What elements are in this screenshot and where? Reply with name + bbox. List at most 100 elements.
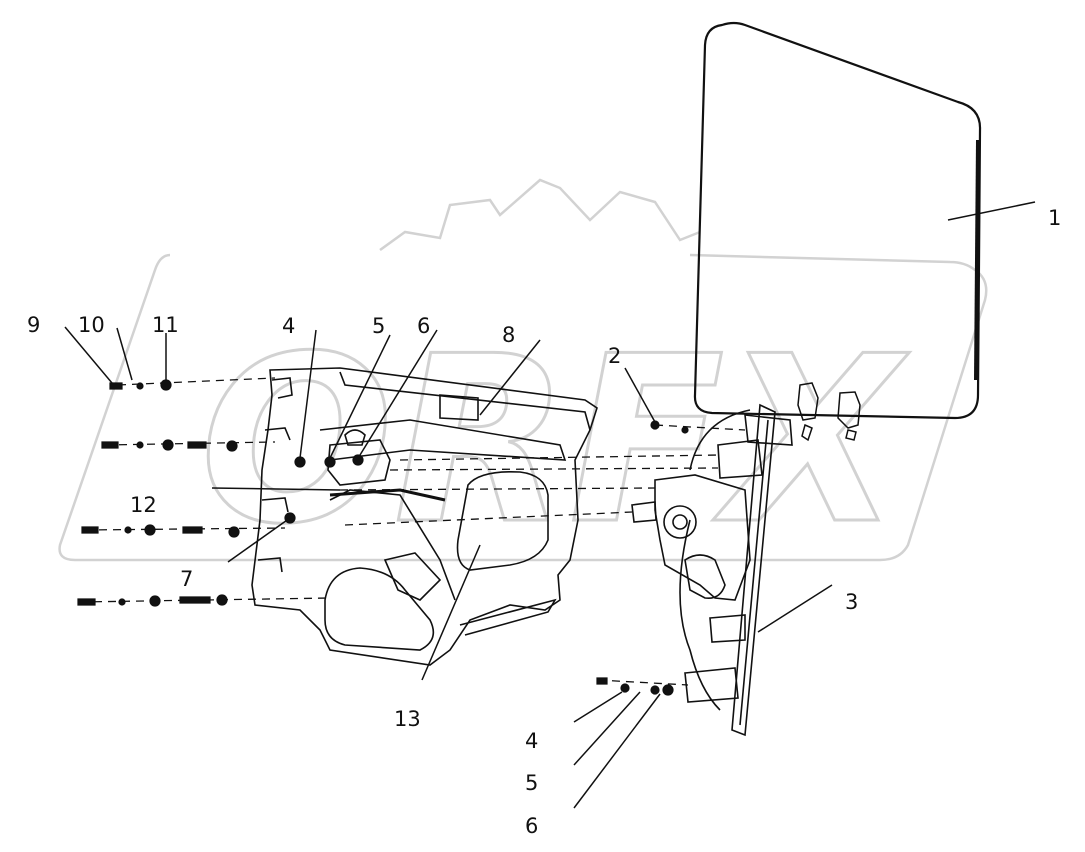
fastener-5-top — [324, 456, 336, 468]
leader-13 — [421, 544, 481, 681]
leader-6-top — [359, 329, 438, 456]
door-glass — [693, 21, 982, 442]
callout-2: 2 — [608, 344, 622, 368]
leader-5-bottom — [573, 691, 641, 766]
glass-bracket-2 — [837, 391, 861, 441]
callout-5-bottom: 5 — [525, 771, 539, 795]
fasteners — [77, 379, 689, 696]
guide-line-9-11 — [117, 377, 276, 386]
regulator-motor-hub — [672, 514, 688, 530]
guide-line-2 — [654, 424, 746, 431]
regulator-cable — [679, 409, 751, 711]
nut-row4-b — [216, 594, 228, 606]
nut-row4 — [149, 595, 161, 607]
panel-left-edge-detail — [257, 377, 293, 573]
regulator-motor-tab — [631, 501, 657, 523]
callout-4-top: 4 — [282, 314, 296, 338]
washer-row4 — [118, 598, 126, 606]
door-inner-panel — [251, 367, 598, 666]
callout-3: 3 — [845, 590, 859, 614]
panel-access-hole-1 — [456, 470, 549, 571]
panel-upper-ledge — [319, 419, 567, 461]
leader-5-top — [329, 334, 391, 459]
nut-12-b — [228, 526, 240, 538]
bolt-lower-4 — [596, 677, 608, 685]
nut-lower-6b — [662, 684, 674, 696]
callout-8: 8 — [502, 323, 516, 347]
washer-12 — [124, 526, 132, 534]
fastener-4-top — [294, 456, 306, 468]
regulator-mid-bracket — [709, 614, 746, 643]
panel-block — [439, 394, 479, 421]
leader-8 — [479, 339, 541, 416]
regulator-lower-slider — [684, 667, 739, 703]
callout-12: 12 — [130, 493, 157, 517]
nut-row2-a — [162, 439, 174, 451]
glass-outline — [693, 21, 982, 420]
bolt-9 — [109, 382, 123, 390]
washer-10 — [136, 382, 144, 390]
guide-line-lower — [597, 679, 689, 686]
guide-line-mid — [389, 467, 719, 471]
callout-4-bottom: 4 — [525, 729, 539, 753]
glass-edge-thick — [974, 139, 980, 381]
leader-7 — [227, 517, 291, 563]
regulator-upper-slider — [717, 414, 793, 479]
callout-5-top: 5 — [372, 314, 386, 338]
leader-10 — [116, 327, 133, 381]
nut-row2-b — [226, 440, 238, 452]
watermark-gear-outline — [379, 178, 701, 252]
panel-top-flange — [339, 371, 591, 431]
watermark-text: ORFX — [200, 308, 910, 575]
callout-1: 1 — [1048, 206, 1062, 230]
panel-inner-cut — [383, 552, 442, 601]
fastener-2 — [650, 420, 660, 430]
nut-11 — [160, 379, 172, 391]
callout-9: 9 — [27, 313, 41, 337]
bolt-row2-b — [187, 441, 207, 449]
regulator-rail — [731, 403, 776, 737]
leader-12 — [211, 487, 341, 491]
leader-6-bottom — [573, 693, 661, 809]
leader-lines — [64, 201, 1036, 809]
leader-9 — [64, 326, 113, 384]
panel-bottom-flange — [459, 598, 557, 636]
nut-12 — [144, 524, 156, 536]
guide-line-upper-slider — [399, 454, 721, 461]
regulator-motor-drum — [663, 505, 697, 539]
bolt-12-b — [182, 526, 203, 534]
watermark-logo: ORFX — [58, 178, 988, 577]
bolt-12-a — [81, 526, 99, 534]
washer-lower-5 — [620, 683, 630, 693]
callout-10: 10 — [78, 313, 105, 337]
bolt-row4-b — [179, 596, 211, 604]
leader-2 — [624, 367, 656, 423]
callout-6-bottom: 6 — [525, 814, 539, 838]
fastener-6-top — [352, 454, 364, 466]
leader-4-bottom — [573, 691, 623, 723]
panel-lower-channel — [324, 567, 435, 651]
regulator-motor-bracket — [654, 474, 751, 601]
bolt-row4-a — [77, 598, 96, 606]
guide-line-lock — [339, 487, 656, 491]
fastener-2b — [681, 426, 689, 434]
regulator-rail-inner — [739, 419, 769, 726]
glass-bracket-1 — [797, 382, 819, 442]
callout-11: 11 — [152, 313, 179, 337]
nut-lower-6 — [650, 685, 660, 695]
leader-3 — [757, 584, 833, 633]
leader-1 — [947, 201, 1036, 221]
lock-mechanism — [327, 429, 391, 486]
callout-6-top: 6 — [417, 314, 431, 338]
watermark-badge-outline — [58, 253, 988, 562]
bolt-row2-a — [101, 441, 119, 449]
callout-13: 13 — [394, 707, 421, 731]
callout-7: 7 — [180, 567, 194, 591]
leader-4-top — [299, 329, 317, 459]
washer-row2-a — [136, 441, 144, 449]
regulator-motor — [684, 554, 726, 600]
guide-line-motor — [344, 511, 633, 526]
window-regulator — [631, 403, 793, 737]
